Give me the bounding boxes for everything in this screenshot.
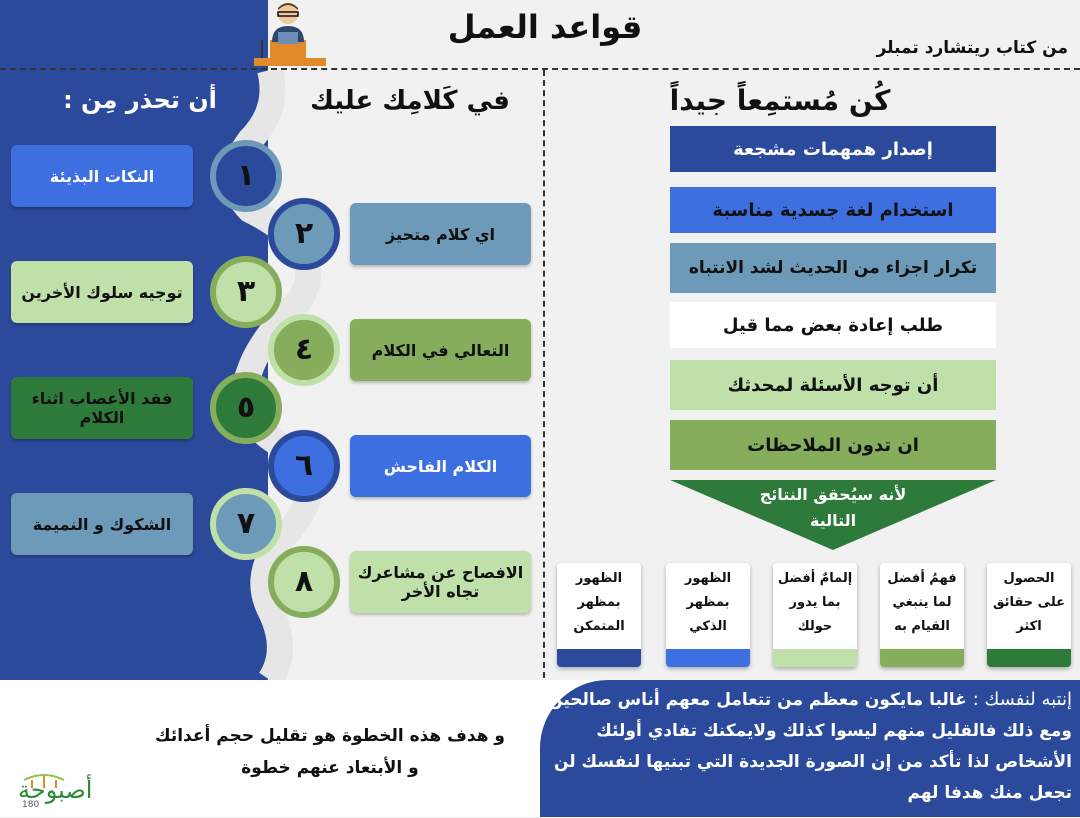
- warn-item-4: الشكوك و النميمة: [11, 493, 193, 555]
- right-heading: كُن مُستمِعاً جيداً: [669, 84, 891, 117]
- step-badge-8: ٨: [268, 546, 340, 618]
- attention-text: غالبا مايكون معظم من تتعامل معهم أناس صا…: [548, 690, 1072, 803]
- attention-panel: [540, 680, 1080, 817]
- left-panel: [0, 0, 268, 680]
- result-bar-2: [880, 649, 964, 667]
- result-text-1: الحصول على حقائق اكثر: [992, 571, 1066, 634]
- presenter-icon: [254, 3, 326, 66]
- warn-item-1: النكات البذيئة: [11, 145, 193, 207]
- attention-label: إنتبه لنفسك :: [972, 689, 1072, 710]
- step-badge-3: ٣: [210, 256, 282, 328]
- result-text-5: الظهور بمظهر المتمكن: [573, 571, 625, 634]
- funnel-step-6: ان تدون الملاحظات: [670, 420, 996, 470]
- column-divider: [543, 70, 545, 678]
- logo-text: أصبوحة: [18, 776, 93, 804]
- result-text-2: فهمُ أفضل لما ينبغي القيام به: [887, 571, 957, 634]
- funnel-step-1: إصدار همهمات مشجعة: [670, 126, 996, 172]
- step-badge-6: ٦: [268, 430, 340, 502]
- step-badge-7: ٧: [210, 488, 282, 560]
- goal-text: و هدف هذه الخطوة هو تقليل حجم أعدائك و ا…: [155, 726, 505, 778]
- result-bar-3: [773, 649, 857, 667]
- result-bar-5: [557, 649, 641, 667]
- result-card-1: الحصول على حقائق اكثر: [987, 563, 1071, 667]
- step-badge-5: ٥: [210, 372, 282, 444]
- step-badge-2: ٢: [268, 198, 340, 270]
- logo-mark-icon: [23, 774, 65, 788]
- funnel-step-5: أن توجه الأسئلة لمحدثك: [670, 360, 996, 410]
- middle-heading: في كَلامِك عليك: [310, 86, 510, 116]
- speech-item-3: الكلام الفاحش: [350, 435, 531, 497]
- speech-item-2: التعالي في الكلام: [350, 319, 531, 381]
- funnel-step-2: استخدام لغة جسدية مناسبة: [670, 187, 996, 233]
- result-card-5: الظهور بمظهر المتمكن: [557, 563, 641, 667]
- header-divider: [0, 68, 1080, 70]
- funnel-step-3: تكرار اجزاء من الحديث لشد الانتباه: [670, 243, 996, 293]
- result-text-4: الظهور بمظهر الذكي: [684, 571, 732, 634]
- header: [268, 0, 1080, 68]
- warn-item-2: توجيه سلوك الأخرين: [11, 261, 193, 323]
- result-card-4: الظهور بمظهر الذكي: [666, 563, 750, 667]
- funnel-tip: [670, 480, 996, 550]
- warn-item-3: فقد الأعصاب اثناء الكلام: [11, 377, 193, 439]
- result-card-2: فهمُ أفضل لما ينبغي القيام به: [880, 563, 964, 667]
- result-card-3: إلمامٌ أفضل بما يدور حولك: [773, 563, 857, 667]
- step-badge-4: ٤: [268, 314, 340, 386]
- result-bar-4: [666, 649, 750, 667]
- funnel-step-4: طلب إعادة بعض مما قيل: [670, 302, 996, 348]
- step-badge-1: ١: [210, 140, 282, 212]
- attention-block: إنتبه لنفسك : غالبا مايكون معظم من تتعام…: [548, 684, 1072, 809]
- result-bar-1: [987, 649, 1071, 667]
- speech-item-4: الافصاح عن مشاعرك تجاه الأخر: [350, 551, 531, 613]
- left-heading: أن تحذر مِن :: [63, 86, 217, 114]
- speech-item-1: اي كلام متحيز: [350, 203, 531, 265]
- page-title: قواعد العمل: [447, 8, 643, 46]
- logo: أصبوحة 180: [4, 766, 144, 814]
- source-label: من كتاب ريتشارد تمبلر: [876, 38, 1068, 58]
- result-intro: لأنه سيُحقق النتائج التالية: [759, 485, 907, 530]
- logo-number: 180: [22, 800, 40, 810]
- result-text-3: إلمامٌ أفضل بما يدور حولك: [777, 571, 853, 634]
